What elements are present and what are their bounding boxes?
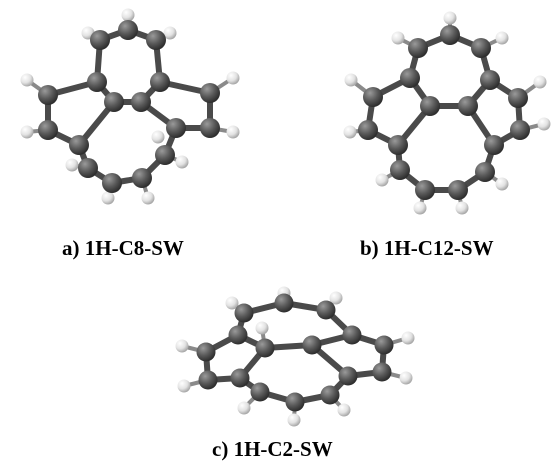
carbon-atom — [510, 120, 530, 140]
hydrogen-atom — [443, 11, 457, 25]
carbon-atom — [338, 366, 358, 386]
hydrogen-atom — [101, 191, 115, 205]
hydrogen-atom — [344, 73, 358, 87]
carbon-atom — [374, 335, 394, 355]
carbon-atom — [118, 20, 138, 40]
hydrogen-atom — [225, 296, 239, 310]
carbon-atom — [320, 385, 340, 405]
hydrogen-atom — [533, 75, 547, 89]
caption-b: b) 1H-C12-SW — [360, 236, 494, 260]
hydrogen-atom — [151, 130, 165, 144]
carbon-atom — [363, 87, 383, 107]
hydrogen-atom — [175, 155, 189, 169]
hydrogen-atom — [413, 201, 427, 215]
carbon-atom — [400, 68, 420, 88]
hydrogen-atom — [175, 339, 189, 353]
carbon-atom — [471, 38, 491, 58]
carbon-atom — [508, 88, 528, 108]
hydrogen-atom — [226, 71, 240, 85]
carbon-atom — [166, 118, 186, 138]
carbon-atom — [475, 162, 495, 182]
molecule-c — [175, 286, 415, 427]
hydrogen-atom — [495, 177, 509, 191]
carbon-atom — [448, 180, 468, 200]
hydrogen-atom — [177, 379, 191, 393]
carbon-atom — [131, 92, 151, 112]
hydrogen-atom — [237, 401, 251, 415]
carbon-atom — [146, 30, 166, 50]
caption-a: a) 1H-C8-SW — [62, 236, 184, 260]
hydrogen-atom — [399, 371, 413, 385]
carbon-atom — [255, 338, 275, 358]
carbon-atom — [316, 300, 336, 320]
hydrogen-atom — [343, 125, 357, 139]
hydrogen-atom — [163, 26, 177, 40]
hydrogen-atom — [495, 31, 509, 45]
carbon-atom — [198, 370, 218, 390]
hydrogen-atom — [537, 117, 551, 131]
carbon-atom — [69, 135, 89, 155]
carbon-atom — [155, 145, 175, 165]
hydrogen-atom — [20, 73, 34, 87]
carbon-atom — [285, 392, 305, 412]
carbon-atom — [228, 325, 248, 345]
hydrogen-atom — [65, 158, 79, 172]
hydrogen-atom — [121, 8, 135, 22]
carbon-atom — [372, 362, 392, 382]
carbon-atom — [440, 25, 460, 45]
hydrogen-atom — [337, 403, 351, 417]
carbon-atom — [38, 120, 58, 140]
carbon-atom — [480, 70, 500, 90]
hydrogen-atom — [329, 291, 343, 305]
hydrogen-atom — [391, 31, 405, 45]
carbon-atom — [90, 30, 110, 50]
carbon-atom — [302, 335, 322, 355]
carbon-atom — [274, 293, 294, 313]
carbon-atom — [200, 118, 220, 138]
carbon-atom — [388, 135, 408, 155]
hydrogen-atom — [455, 201, 469, 215]
hydrogen-atom — [226, 125, 240, 139]
carbon-atom — [390, 160, 410, 180]
carbon-atom — [132, 168, 152, 188]
molecule-a — [20, 8, 240, 205]
carbon-atom — [420, 96, 440, 116]
molecule-b — [343, 11, 551, 215]
carbon-atom — [102, 173, 122, 193]
carbon-atom — [196, 342, 216, 362]
hydrogen-atom — [141, 191, 155, 205]
hydrogen-atom — [255, 321, 269, 335]
carbon-atom — [484, 135, 504, 155]
hydrogen-atom — [20, 125, 34, 139]
carbon-atom — [342, 325, 362, 345]
carbon-atom — [415, 180, 435, 200]
carbon-atom — [150, 72, 170, 92]
carbon-atom — [408, 38, 428, 58]
carbon-atom — [358, 120, 378, 140]
carbon-atom — [38, 85, 58, 105]
carbon-atom — [78, 158, 98, 178]
carbon-atom — [234, 303, 254, 323]
carbon-atom — [458, 96, 478, 116]
carbon-atom — [230, 368, 250, 388]
hydrogen-atom — [401, 331, 415, 345]
carbon-atom — [104, 92, 124, 112]
carbon-atom — [250, 382, 270, 402]
caption-c: c) 1H-C2-SW — [212, 437, 333, 461]
hydrogen-atom — [375, 173, 389, 187]
carbon-atom — [200, 83, 220, 103]
carbon-atom — [87, 72, 107, 92]
hydrogen-atom — [287, 413, 301, 427]
